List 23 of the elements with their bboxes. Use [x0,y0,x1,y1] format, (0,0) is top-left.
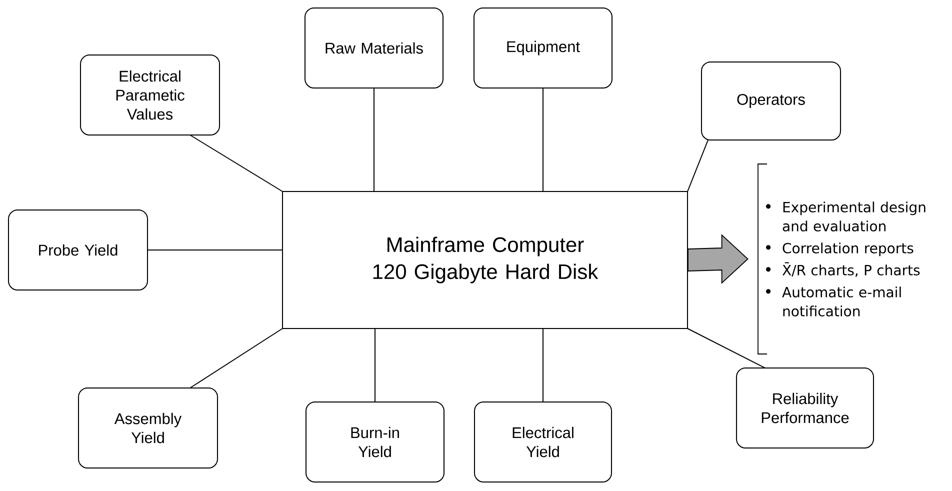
connector-line [542,328,544,402]
source-box: Electrical Parametic Values [80,54,220,136]
source-box: Electrical Yield [474,402,612,482]
computer-box: Mainframe Computer 120 Gigabyte Hard Disk [282,191,688,329]
bullet-list [766,202,926,316]
source-box: Equipment [474,8,612,88]
list-item: Correlation reports [782,242,914,256]
source-box: Operators [701,62,841,140]
source-box: Probe Yield [8,210,148,290]
source-box: Assembly Yield [78,388,218,468]
connector-line [190,134,283,192]
connector-line [190,328,283,388]
source-box: Reliability Performance [736,368,874,448]
connector-line [687,140,708,192]
connector-line [687,328,766,368]
list-item: Experimental design and evaluation [782,202,926,232]
source-box: Burn-in Yield [306,402,444,482]
list-item: X̄/R charts, P charts [782,262,920,277]
connector-line [542,88,544,192]
block-arrow [688,234,748,284]
connector-line [374,328,376,402]
source-box: Raw Materials [304,8,444,88]
list-item: Automatic e-mail notification [782,286,901,316]
